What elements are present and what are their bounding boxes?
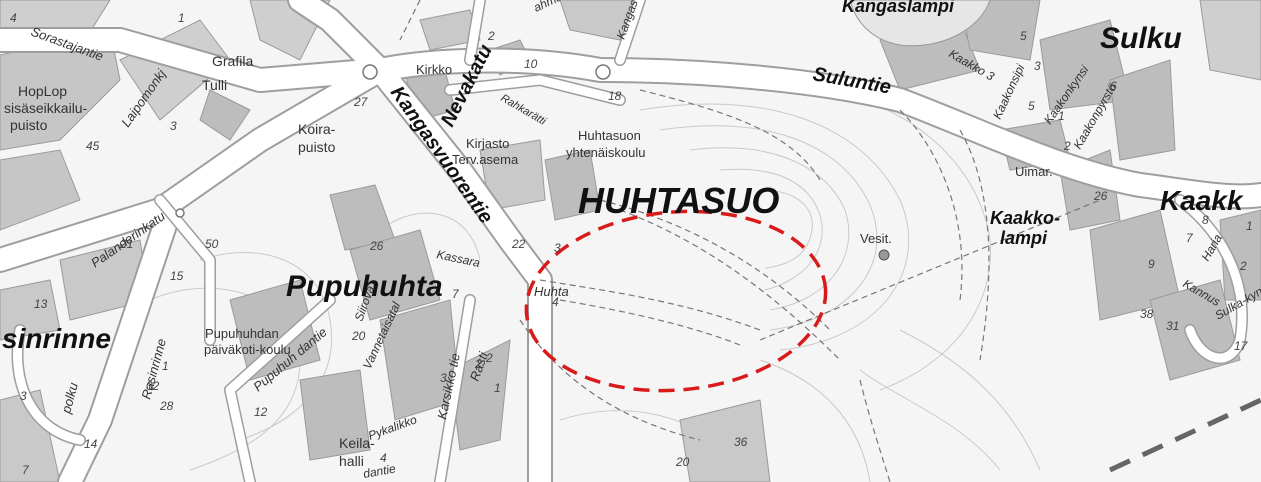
house-number: 7 (452, 287, 460, 301)
house-number: 21 (119, 237, 133, 251)
place-label-paivakoti-1: Pupuhuhdan (205, 326, 279, 341)
house-number: 3 (1034, 59, 1041, 73)
place-label-huhtasuon-1: Huhtasuon (578, 128, 641, 143)
house-number: 2 (1063, 139, 1071, 153)
house-number: 22 (511, 237, 526, 251)
house-number: 2 (474, 357, 482, 371)
house-number: 20 (351, 329, 366, 343)
place-label-paivakoti-2: päiväkoti-koulu (204, 342, 291, 357)
place-label-hoplop-2: sisäseikkailu- (4, 100, 88, 116)
house-number: 1 (1246, 219, 1253, 233)
place-label-grafila: Grafila (212, 53, 253, 69)
house-number: 26 (1093, 189, 1108, 203)
place-label-koira-1: Koira- (298, 121, 336, 137)
house-number: 5 (1028, 99, 1035, 113)
house-number: 4 (380, 451, 387, 465)
house-number: 5 (1020, 29, 1027, 43)
house-number: 1 (494, 381, 501, 395)
house-number: 27 (353, 95, 369, 109)
house-number: 2 (485, 351, 493, 365)
house-number: 10 (524, 57, 538, 71)
house-number: 4 (10, 11, 17, 25)
house-number: 2 (487, 29, 495, 43)
house-number: 13 (34, 297, 48, 311)
house-number: 15 (170, 269, 184, 283)
place-label-terv: Terv.asema (452, 152, 519, 167)
place-label-kangaslampi: Kangaslampi (842, 0, 955, 16)
house-number: 20 (675, 455, 690, 469)
house-number: 28 (159, 399, 174, 413)
house-number: 4 (552, 295, 559, 309)
place-label-hoplop-3: puisto (10, 117, 48, 133)
place-label-vesit: Vesit. (860, 231, 892, 246)
road-label-huhta: Huhta (534, 284, 569, 299)
house-number: 1 (178, 11, 185, 25)
house-number: 2 (1239, 259, 1247, 273)
district-label-kaakk: Kaakk (1160, 185, 1244, 216)
footpaths (399, 0, 1101, 482)
district-label-rasinrinne: sinrinne (2, 323, 111, 354)
house-number: 3 (440, 371, 447, 385)
district-label-pupuhuhta: Pupuhuhta (286, 270, 443, 303)
place-label-tulli: Tulli (202, 77, 227, 93)
house-number: 14 (84, 437, 98, 451)
district-label-sulku: Sulku (1100, 22, 1182, 55)
house-number: 38 (1140, 307, 1154, 321)
water-tower-marker[interactable] (878, 249, 890, 261)
house-number: 31 (1166, 319, 1179, 333)
house-number: 7 (1186, 231, 1194, 245)
house-number: 36 (734, 435, 748, 449)
house-number: 8 (1202, 213, 1209, 227)
place-label-uimar: Uimar. (1015, 164, 1053, 179)
house-number: 7 (22, 463, 30, 477)
house-number: 6 (1110, 79, 1117, 93)
place-label-kaakko-2: lampi (1000, 228, 1048, 248)
place-label-hoplop-1: HopLop (18, 83, 67, 99)
district-label-huhtasuo: HUHTASUO (578, 180, 779, 221)
place-label-keila-2: halli (339, 453, 364, 469)
roundabouts (175, 64, 611, 218)
house-number: 45 (86, 139, 100, 153)
house-number: 3 (554, 241, 561, 255)
house-number: 32 (146, 379, 160, 393)
house-number: 50 (205, 237, 219, 251)
powerline (1108, 397, 1261, 473)
house-number: 9 (1148, 257, 1155, 271)
place-label-kirkko: Kirkko (416, 62, 452, 77)
house-number: 12 (254, 405, 268, 419)
place-label-keila-1: Keila- (339, 435, 375, 451)
house-number: 18 (608, 89, 622, 103)
house-number: 26 (369, 239, 384, 253)
house-number: 3 (20, 389, 27, 403)
house-number: 1 (162, 359, 169, 373)
place-label-kaakko-1: Kaakko- (990, 208, 1060, 228)
kangaslampi-pond (849, 0, 991, 47)
place-label-koira-2: puisto (298, 139, 336, 155)
place-label-huhtasuon-2: yhtenäiskoulu (566, 145, 646, 160)
highlight-ellipse (524, 209, 828, 393)
place-label-kirjasto: Kirjasto (466, 136, 509, 151)
house-number: 3 (170, 119, 177, 133)
house-number: 17 (1234, 339, 1249, 353)
road-label-dantie: dantie (362, 461, 397, 481)
house-number: 1 (1058, 109, 1065, 123)
